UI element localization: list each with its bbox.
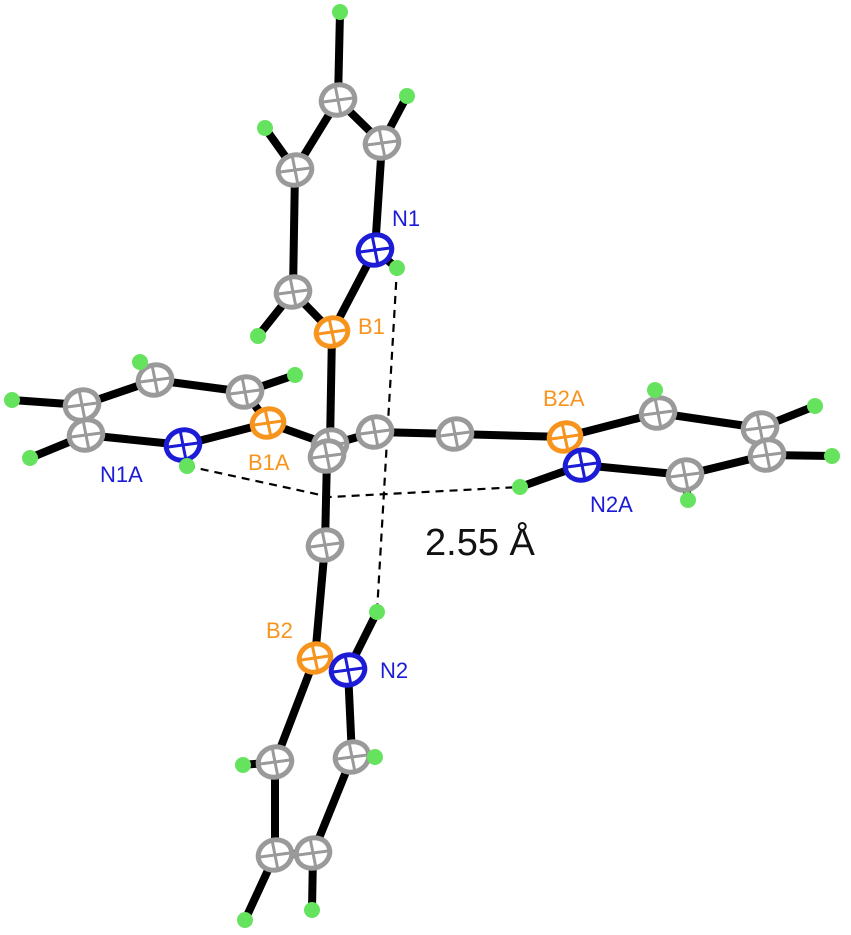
hydrogen-atom bbox=[287, 367, 303, 383]
label-n1: N1 bbox=[392, 206, 421, 231]
carbon-atom bbox=[255, 837, 295, 873]
hydrogen-atom bbox=[237, 912, 253, 928]
hydrogen-atom bbox=[824, 448, 840, 464]
hydrogen-atom bbox=[389, 260, 405, 276]
carbon-atom bbox=[135, 362, 175, 398]
carbon-atom bbox=[435, 416, 475, 452]
hydrogen-atom bbox=[179, 458, 195, 474]
boron-atom bbox=[296, 641, 334, 675]
carbon-atom bbox=[255, 744, 295, 780]
label-b1: B1 bbox=[358, 314, 385, 339]
bond bbox=[289, 166, 299, 296]
carbon-atom bbox=[225, 374, 265, 410]
hydrogen-atom bbox=[367, 749, 383, 765]
nitrogen-atom bbox=[562, 447, 602, 483]
boron-atom bbox=[313, 315, 351, 349]
label-b2: B2 bbox=[266, 618, 293, 643]
carbon-atom bbox=[307, 438, 347, 474]
hydrogen-atom bbox=[369, 604, 385, 620]
bond bbox=[271, 654, 319, 766]
carbon-atom bbox=[747, 437, 787, 473]
boron-atom bbox=[546, 420, 584, 454]
carbon-atom bbox=[275, 152, 315, 188]
boron-atom bbox=[249, 406, 287, 440]
hydrogen-atom bbox=[250, 328, 266, 344]
carbon-atom bbox=[318, 82, 358, 118]
label-n2: N2 bbox=[380, 658, 409, 683]
bond bbox=[326, 328, 336, 449]
hydrogen-atom bbox=[304, 902, 320, 918]
label-n1a: N1A bbox=[100, 462, 143, 487]
hydrogen-atom bbox=[512, 479, 528, 495]
hydrogen-atom bbox=[647, 382, 663, 398]
bond bbox=[371, 139, 386, 254]
carbon-atom bbox=[638, 395, 678, 431]
carbon-atom bbox=[362, 125, 402, 161]
hh-contact-line bbox=[186, 464, 521, 499]
carbon-atom bbox=[273, 274, 313, 310]
hydrogen-atom bbox=[807, 398, 823, 414]
carbon-atom bbox=[305, 527, 345, 563]
bond bbox=[311, 541, 329, 662]
hydrogen-atom bbox=[4, 392, 20, 408]
nitrogen-atom bbox=[328, 652, 368, 688]
hydrogen-atom bbox=[257, 120, 273, 136]
hydrogen-atom bbox=[22, 450, 38, 466]
label-n2a: N2A bbox=[590, 492, 633, 517]
carbon-atom bbox=[332, 739, 372, 775]
nitrogen-atom bbox=[355, 232, 395, 268]
hydrogen-atom bbox=[332, 4, 348, 20]
hydrogen-atom bbox=[399, 88, 415, 104]
hydrogen-atom bbox=[132, 354, 148, 370]
nitrogen-atom bbox=[163, 427, 203, 463]
hydrogen-atom bbox=[680, 492, 696, 508]
contact-distance-label: 2.55 Å bbox=[425, 522, 535, 564]
carbon-atom bbox=[293, 835, 333, 871]
label-b1a: B1A bbox=[248, 450, 290, 475]
hydrogen-atom bbox=[235, 757, 251, 773]
label-b2a: B2A bbox=[543, 386, 585, 411]
carbon-atom bbox=[665, 457, 705, 493]
carbon-atom bbox=[62, 387, 102, 423]
carbon-atom bbox=[355, 414, 395, 450]
